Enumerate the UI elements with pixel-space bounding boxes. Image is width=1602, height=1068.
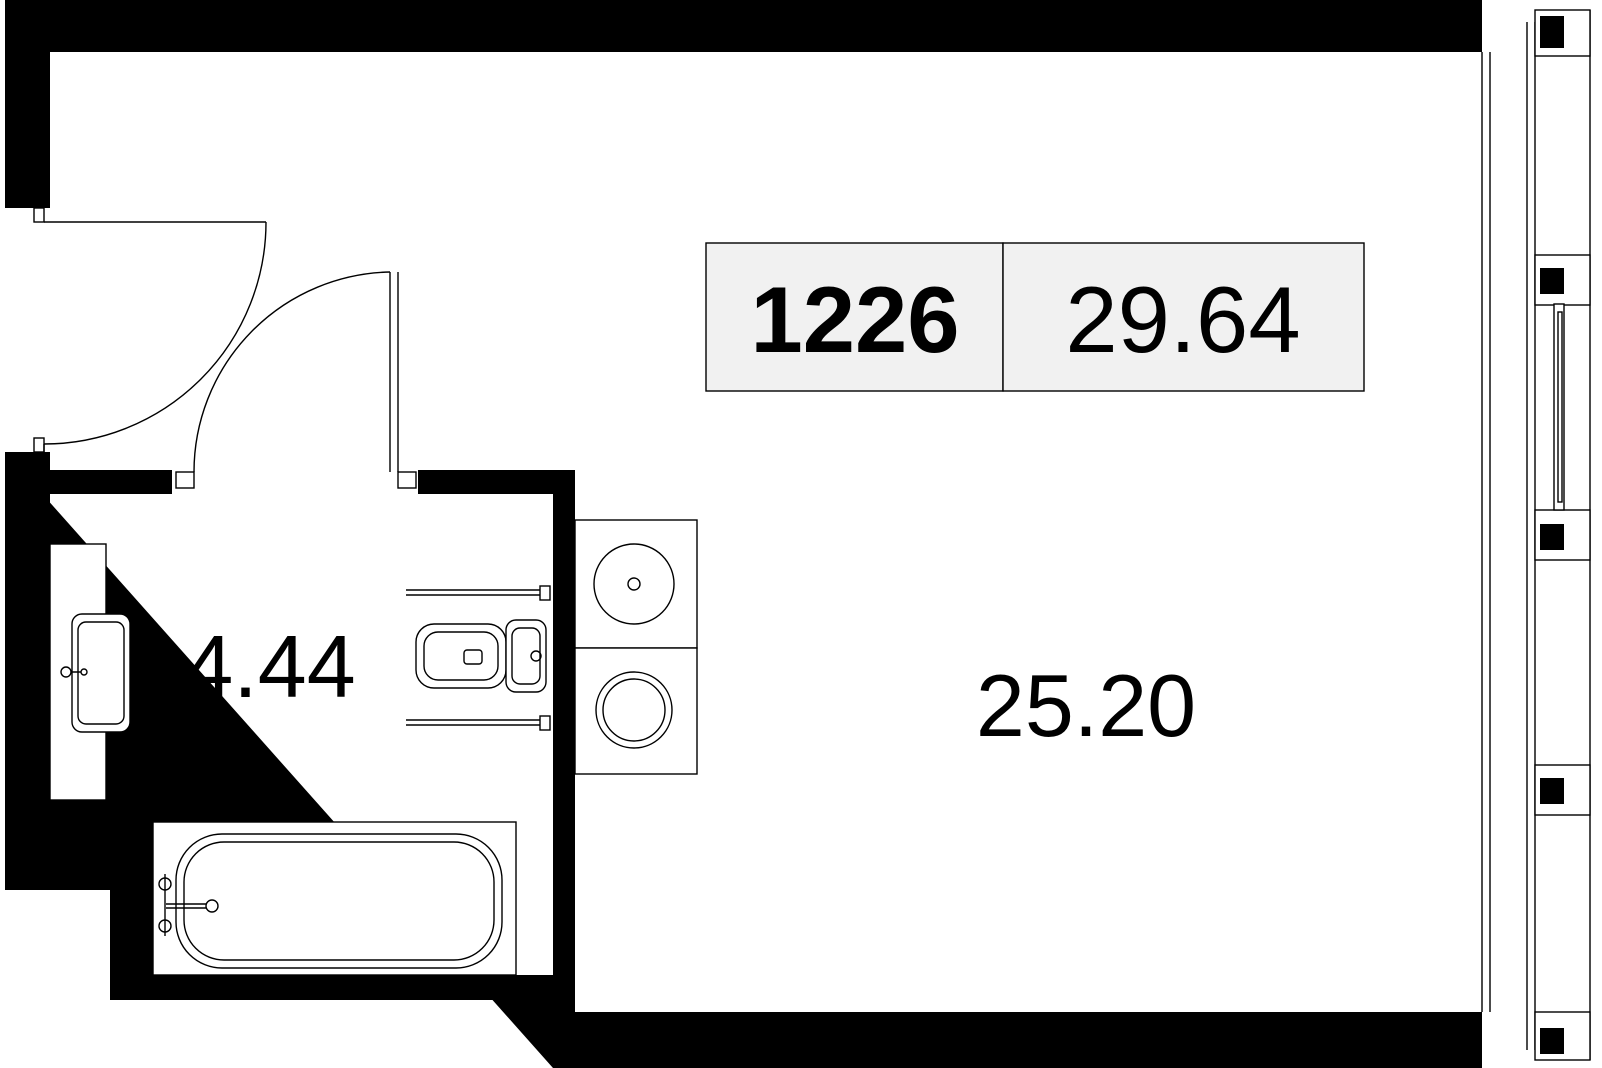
bathroom-area-label: 4.44 — [184, 617, 355, 716]
apartment-number: 1226 — [750, 267, 959, 372]
kitchen-stove — [574, 519, 698, 775]
washbasin — [49, 543, 131, 801]
bathroom-door — [175, 271, 417, 489]
toilet — [406, 585, 551, 731]
window-frame — [1481, 9, 1591, 1061]
total-area: 29.64 — [1065, 267, 1300, 372]
total-area-cell — [1002, 242, 1365, 392]
apartment-number-cell — [705, 242, 1004, 392]
entry-door — [33, 207, 267, 453]
living-area-label: 25.20 — [976, 656, 1196, 755]
bathtub — [152, 821, 517, 976]
apartment-info-box: 1226 29.64 — [705, 242, 1365, 392]
